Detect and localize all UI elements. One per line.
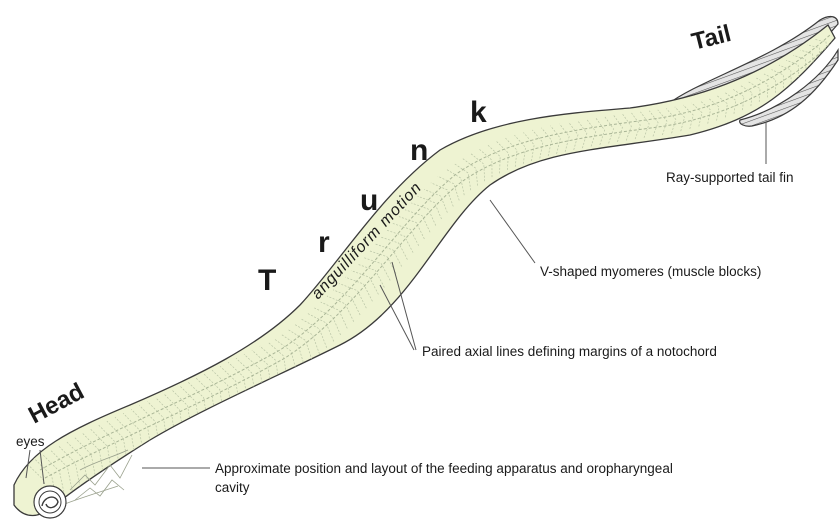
head-label: Head	[24, 378, 88, 429]
trunk-letter-u: u	[360, 184, 378, 217]
tail-label: Tail	[689, 20, 734, 56]
axial-lines-label: Paired axial lines defining margins of a…	[422, 344, 717, 359]
trunk-letter-r: r	[318, 226, 330, 259]
tail-fin-label: Ray-supported tail fin	[666, 170, 794, 185]
eye-icon	[34, 486, 66, 518]
trunk-letter-n: n	[410, 134, 428, 167]
feeding-label-line2: cavity	[215, 480, 250, 495]
trunk-letter-k: k	[470, 96, 487, 129]
eyes-label: eyes	[16, 434, 45, 449]
feeding-label-line1: Approximate position and layout of the f…	[215, 461, 673, 476]
trunk-letter-t: T	[258, 264, 276, 297]
myomeres-label: V-shaped myomeres (muscle blocks)	[540, 264, 761, 279]
